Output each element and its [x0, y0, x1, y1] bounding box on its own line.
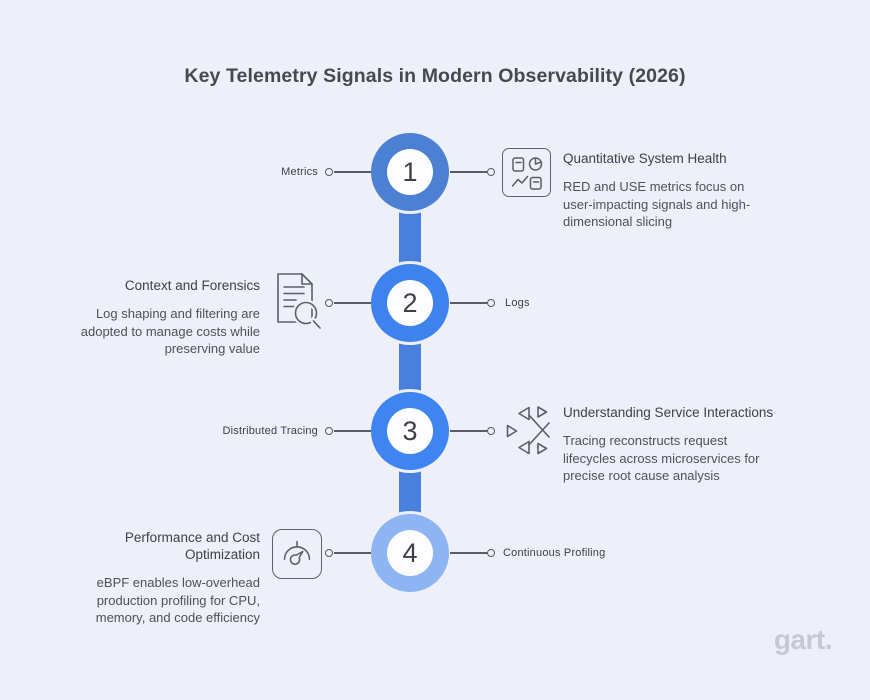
- connector-dot: [487, 299, 495, 307]
- label-logs: Logs: [505, 297, 530, 309]
- step-number-4: 4: [387, 530, 433, 576]
- timeline-node-1: 1: [371, 133, 449, 211]
- item-3-text: Understanding Service Interactions Traci…: [563, 404, 813, 485]
- connector-line: [334, 171, 371, 173]
- label-distributed-tracing: Distributed Tracing: [222, 425, 318, 437]
- timeline-node-2: 2: [371, 264, 449, 342]
- item-3-description: Tracing reconstructs request lifecycles …: [563, 433, 760, 483]
- gauge-icon: [272, 529, 322, 579]
- item-1-text: Quantitative System Health RED and USE m…: [563, 150, 813, 231]
- connector-dot: [325, 427, 333, 435]
- dashboard-charts-icon: [502, 148, 551, 197]
- item-4-heading: Performance and Cost Optimization: [124, 530, 260, 562]
- step-number-2: 2: [387, 280, 433, 326]
- connector-line: [334, 302, 371, 304]
- connector-dot: [325, 549, 333, 557]
- connector-line: [334, 552, 371, 554]
- item-2-heading: Context and Forensics: [124, 278, 260, 293]
- label-metrics: Metrics: [281, 166, 318, 178]
- step-number-1: 1: [387, 149, 433, 195]
- connector-dot: [325, 168, 333, 176]
- connector-dot: [487, 549, 495, 557]
- trace-network-icon: [501, 402, 558, 459]
- connector-line: [450, 302, 487, 304]
- log-document-search-icon: [269, 271, 327, 335]
- connector-line: [450, 430, 487, 432]
- page-title: Key Telemetry Signals in Modern Observab…: [184, 65, 686, 87]
- connector-dot: [487, 168, 495, 176]
- brand-logo: gart.: [773, 624, 833, 655]
- item-3-heading: Understanding Service Interactions: [563, 405, 774, 420]
- item-2-text: Context and Forensics Log shaping and fi…: [10, 277, 260, 358]
- item-1-heading: Quantitative System Health: [563, 151, 727, 166]
- connector-line: [450, 552, 487, 554]
- item-1-description: RED and USE metrics focus on user-impact…: [563, 179, 751, 229]
- step-number-3: 3: [387, 408, 433, 454]
- connector-dot: [325, 299, 333, 307]
- timeline-node-3: 3: [371, 392, 449, 470]
- connector-line: [334, 430, 371, 432]
- connector-dot: [487, 427, 495, 435]
- item-4-text: Performance and Cost Optimization eBPF e…: [10, 529, 260, 627]
- timeline-bar: [399, 172, 421, 553]
- timeline-node-4: 4: [371, 514, 449, 592]
- label-continuous-profiling: Continuous Profiling: [503, 547, 606, 559]
- connector-line: [450, 171, 487, 173]
- item-2-description: Log shaping and filtering are adopted to…: [80, 306, 260, 356]
- item-4-description: eBPF enables low-overhead production pro…: [95, 575, 260, 625]
